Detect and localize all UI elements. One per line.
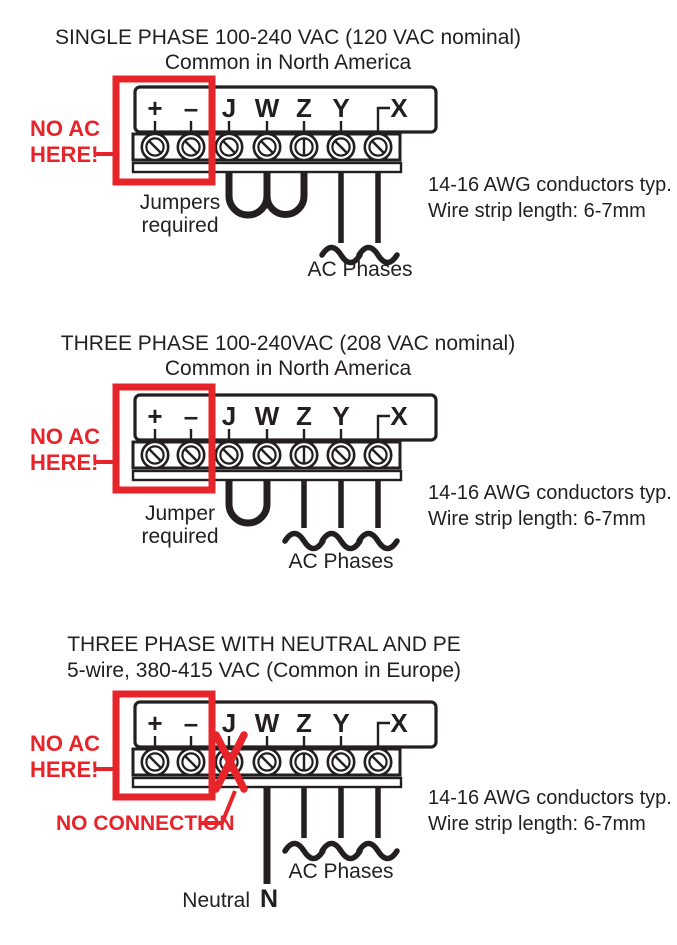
terminal-block-2 (131, 393, 438, 482)
ac-phases-label-1: AC Phases (307, 258, 412, 281)
no-connection-leader (201, 790, 237, 825)
sine-symbol-x (356, 840, 400, 862)
cross-stroke-2 (212, 731, 248, 793)
sine-symbol-x (356, 530, 400, 552)
jumper-note2-line2: required (141, 525, 218, 548)
ac-phase-wires-1 (319, 171, 400, 266)
section1-subtitle: Common in North America (165, 51, 412, 74)
conductor-note2-line1: 14-16 AWG conductors typ. (428, 482, 672, 504)
diagram-single-phase: SINGLE PHASE 100-240 VAC (120 VAC nomina… (30, 26, 672, 281)
jumper-note2-line1: Jumper (145, 502, 215, 525)
section2-subtitle: Common in North America (165, 357, 412, 380)
conductor-note1-line1: 14-16 AWG conductors typ. (428, 174, 672, 196)
terminal-block-1 (131, 85, 438, 174)
jumper-note1-line1: Jumpers (140, 191, 221, 214)
no-connection-cross (212, 731, 248, 793)
conductor-note3-line1: 14-16 AWG conductors typ. (428, 787, 672, 809)
terminal-block-3 (131, 700, 438, 789)
ac-phases-label-2: AC Phases (288, 550, 393, 573)
conductor-note3-line2: Wire strip length: 6-7mm (428, 813, 646, 835)
section1-title: SINGLE PHASE 100-240 VAC (120 VAC nomina… (55, 26, 521, 49)
section3-title: THREE PHASE WITH NEUTRAL AND PE (67, 633, 461, 656)
section2-title: THREE PHASE 100-240VAC (208 VAC nominal) (61, 332, 515, 355)
ac-phase-wires-2 (282, 479, 400, 552)
sine-symbol-y (319, 840, 363, 862)
sine-symbol-y (319, 530, 363, 552)
conductor-note1-line2: Wire strip length: 6-7mm (428, 200, 646, 222)
no-connection-label: NO CONNECTION (56, 812, 235, 835)
diagram-three-phase-neutral-pe: THREE PHASE WITH NEUTRAL AND PE 5-wire, … (30, 633, 672, 913)
sine-symbol-z (282, 840, 326, 862)
diagram-three-phase: THREE PHASE 100-240VAC (208 VAC nominal)… (30, 332, 672, 573)
jumper-j-w-2 (225, 479, 271, 527)
sine-symbol-x (356, 244, 400, 266)
section3-subtitle: 5-wire, 380-415 VAC (Common in Europe) (67, 659, 461, 682)
neutral-label: Neutral (182, 889, 250, 912)
ac-phases-label-3: AC Phases (288, 860, 393, 883)
neutral-terminal-letter: N (260, 885, 278, 913)
jumpers-j-w-z (225, 171, 308, 219)
conductor-note2-line2: Wire strip length: 6-7mm (428, 508, 646, 530)
jumper-w-z (263, 171, 308, 218)
ac-phase-wires-3 (282, 786, 400, 862)
sine-symbol-y (319, 244, 363, 266)
jumper-j-w (225, 171, 271, 219)
sine-symbol-z (282, 530, 326, 552)
jumper-note1-line2: required (141, 214, 218, 237)
